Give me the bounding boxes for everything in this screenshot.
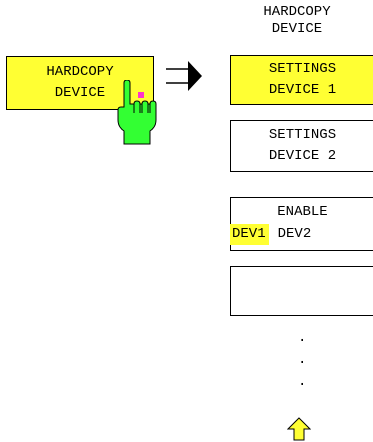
softkey-label-line1: ENABLE: [277, 204, 328, 220]
dot: .: [298, 330, 307, 346]
pointing-hand-icon: [117, 80, 157, 145]
enable-device-softkey[interactable]: ENABLE DEV1 DEV2: [230, 197, 373, 251]
enable-options: DEV1 DEV2: [230, 224, 373, 245]
softkey-label-line1: SETTINGS: [268, 127, 337, 143]
option-dev2[interactable]: DEV2: [277, 226, 312, 242]
empty-softkey[interactable]: [230, 266, 373, 316]
dot: .: [298, 374, 307, 390]
softkey-label-line2: DEVICE 2: [268, 148, 337, 164]
dot: .: [298, 352, 307, 368]
up-arrow-icon[interactable]: [287, 417, 311, 441]
softkey-label-line1: HARDCOPY: [46, 64, 114, 80]
menu-title-line2: DEVICE: [271, 21, 323, 37]
settings-device-1-softkey[interactable]: SETTINGS DEVICE 1: [230, 55, 373, 105]
continuation-dots: . . .: [298, 327, 306, 393]
softkey-label-line2: DEVICE: [54, 85, 106, 101]
menu-title: HARDCOPY DEVICE: [222, 4, 372, 38]
menu-title-line1: HARDCOPY: [263, 4, 331, 20]
softkey-label-line2: DEVICE 1: [268, 82, 337, 98]
softkey-label-line1: SETTINGS: [268, 61, 337, 77]
right-arrow-icon: [166, 61, 202, 91]
settings-device-2-softkey[interactable]: SETTINGS DEVICE 2: [230, 120, 373, 172]
option-dev1[interactable]: DEV1: [230, 224, 269, 245]
